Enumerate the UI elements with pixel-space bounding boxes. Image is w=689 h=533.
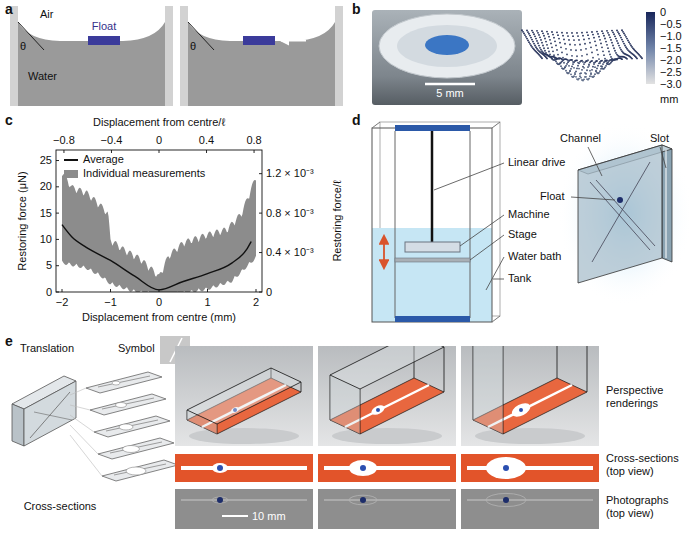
scale-bar	[222, 515, 248, 517]
annotation-label: Cross-sections	[24, 500, 97, 513]
perspective-rendering	[175, 346, 313, 446]
tick-label: 10	[40, 233, 52, 246]
annotation-label: θ	[190, 40, 196, 53]
annotation-label: Cross-sections (top view)	[606, 452, 686, 478]
annotation-label: Float	[92, 20, 116, 33]
legend-swatch	[64, 170, 78, 178]
annotation-label: Displacement from centre/ℓ	[93, 116, 225, 129]
measurement-band	[62, 174, 256, 292]
annotation-label: 10 mm	[252, 510, 286, 523]
tick-label: 0.4 × 10⁻³	[266, 246, 314, 259]
meniscus-sketch	[180, 6, 343, 106]
annotation-label: Water	[28, 70, 57, 83]
panel-letter: c	[5, 112, 13, 128]
tick-label: 0	[46, 286, 52, 299]
tick-label: 0	[156, 134, 162, 147]
top-view-photo	[318, 489, 456, 529]
annotation-label: Translation	[20, 342, 74, 355]
annotation-label: Linear drive	[508, 156, 565, 169]
annotation-label: 5 mm	[436, 87, 464, 100]
tick-label: 0.8	[246, 134, 261, 147]
tick-label: 0.4	[199, 134, 214, 147]
perspective-rendering	[318, 346, 456, 446]
cross-section-strip	[461, 454, 599, 482]
annotation-label: Water bath	[508, 250, 561, 263]
cross-section-sketch	[12, 336, 190, 446]
panel-letter: a	[5, 1, 13, 17]
tick-label: −2	[56, 296, 69, 309]
tick-label: 0	[266, 286, 272, 299]
annotation-label: Tank	[508, 272, 531, 285]
panel-letter: b	[352, 1, 361, 17]
cross-section-plates	[70, 372, 178, 481]
annotation-label: Symbol	[118, 342, 155, 355]
tick-label: 15	[40, 207, 52, 220]
annotation-label: Channel	[560, 132, 601, 145]
top-view-photo	[175, 489, 313, 529]
meniscus-sketch	[10, 6, 173, 106]
tick-label: 5	[46, 259, 52, 272]
legend-text: Individual measurements	[83, 167, 205, 180]
tick-label: 0	[156, 296, 162, 309]
surface-plot	[521, 29, 643, 81]
tick-label: −1	[104, 296, 117, 309]
tick-label: −0.8	[53, 134, 75, 147]
tick-label: 20	[40, 180, 52, 193]
tick-label: 1	[204, 296, 210, 309]
tick-label: −1.0	[660, 30, 682, 43]
float-photo	[372, 10, 522, 105]
annotation-label: Perspective renderings	[606, 384, 686, 410]
tick-label: −3.0	[660, 78, 682, 91]
annotation-label: Slot	[650, 132, 669, 145]
top-view-photo	[461, 489, 599, 529]
panel-letter: d	[352, 112, 361, 128]
annotation-label: Displacement from centre (mm)	[82, 311, 236, 324]
colour-bar	[646, 12, 655, 84]
average-curve	[62, 225, 251, 290]
panel-letter: e	[5, 333, 13, 349]
machine-sketch	[557, 122, 689, 306]
tick-label: 25	[40, 154, 52, 167]
annotation-label: Restoring force/ℓ	[331, 180, 344, 261]
annotation-label: Photographs (top view)	[606, 494, 686, 520]
tick-label: −2.5	[660, 66, 682, 79]
legend-text: Average	[83, 153, 124, 166]
tick-label: −1.5	[660, 42, 682, 55]
annotation-label: Restoring force (μN)	[16, 171, 29, 270]
tick-label: 0	[660, 6, 666, 19]
tick-label: −2.0	[660, 54, 682, 67]
apparatus-sketch	[372, 122, 504, 322]
annotation-label: Float	[540, 190, 564, 203]
annotation-label: θ	[20, 40, 26, 53]
annotation-label: Stage	[508, 228, 537, 241]
tick-label: 2	[253, 296, 259, 309]
chart-axes	[56, 150, 262, 292]
tick-label: −0.4	[101, 134, 123, 147]
tick-label: 1.2 × 10⁻³	[266, 167, 314, 180]
cross-section-strip	[318, 454, 456, 482]
annotation-label: Machine	[508, 208, 550, 221]
perspective-rendering	[461, 346, 599, 446]
annotation-label: Air	[40, 8, 53, 21]
legend-line-sample	[64, 159, 78, 161]
tick-label: −0.5	[660, 18, 682, 31]
cross-section-strip	[175, 454, 313, 482]
annotation-label: mm	[660, 93, 678, 106]
legend-entry: Individual measurements	[64, 167, 205, 180]
tick-label: 0.8 × 10⁻³	[266, 207, 314, 220]
legend-entry: Average	[64, 153, 124, 166]
